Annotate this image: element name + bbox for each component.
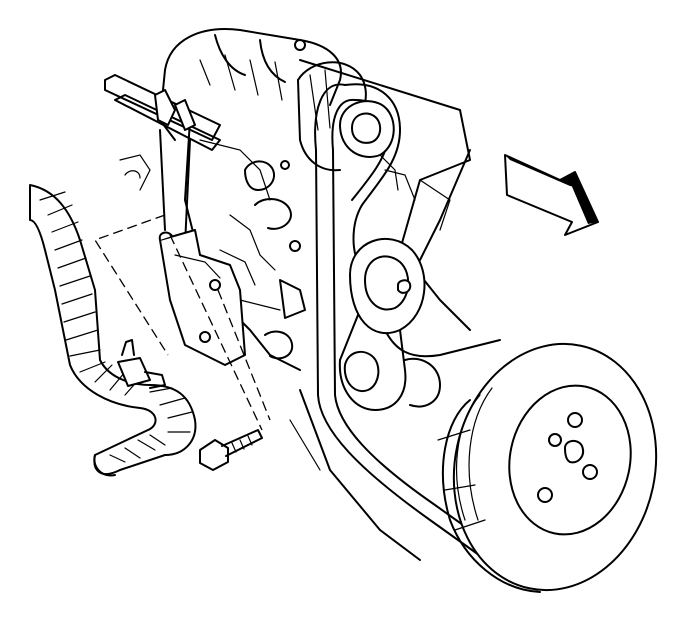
harness-clip: [117, 339, 166, 389]
wiring-harness-conduit: [29, 184, 197, 477]
alignment-lines: [94, 214, 271, 431]
generator: [119, 28, 342, 371]
crankshaft-pulley: [437, 342, 658, 593]
tube-assembly: [104, 74, 221, 246]
direction-arrow: [504, 154, 599, 236]
engine-block: [289, 59, 471, 561]
idler-pulley: [338, 237, 441, 411]
bolt: [199, 429, 263, 471]
mounting-bracket: [158, 229, 246, 366]
belt-tensioner: [339, 100, 399, 191]
